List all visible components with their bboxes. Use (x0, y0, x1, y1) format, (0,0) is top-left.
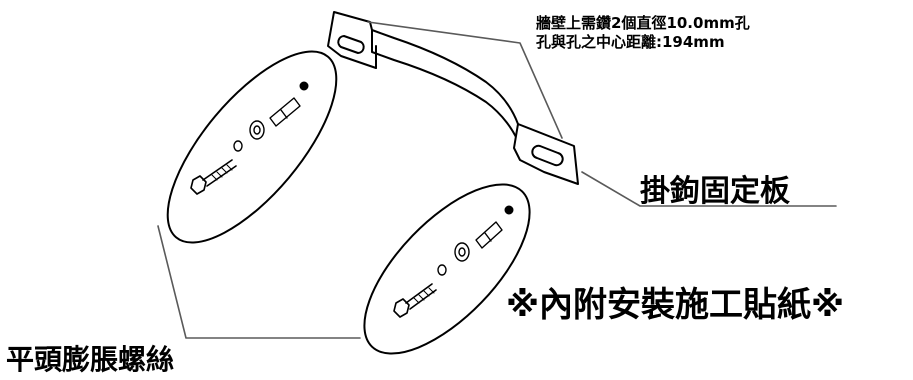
anchor-sleeve-icon (269, 97, 301, 127)
screw-set-upper (166, 50, 338, 244)
washer-large-icon (249, 120, 265, 140)
bracket-label: 掛鉤固定板 (640, 174, 790, 209)
callout-lines (157, 21, 837, 339)
bracket-label-leader (581, 171, 837, 207)
bracket-left-slot (337, 35, 365, 54)
bracket-left-tab (327, 11, 377, 69)
bracket-right-tab (513, 123, 579, 185)
screw-set-lower-outline (363, 183, 531, 355)
screws-label: 平頭膨脹螺絲 (6, 343, 175, 376)
washer-large-icon (454, 242, 470, 262)
hex-bolt-icon (190, 159, 237, 195)
screw-set-upper-outline (166, 50, 338, 244)
washer-small-icon (437, 264, 447, 276)
hanging-bracket (327, 11, 579, 185)
screws-label-leader (157, 225, 361, 339)
anchor-sleeve-icon (475, 221, 503, 249)
bracket-right-slot (531, 144, 564, 167)
anchor-nut-icon (299, 81, 309, 91)
bracket-strap (371, 29, 521, 147)
anchor-nut-icon (504, 205, 514, 215)
drill-note: 牆壁上需鑽2個直徑10.0mm孔 孔與孔之中心距離:194mm (536, 14, 750, 52)
drill-note-line2: 孔與孔之中心距離:194mm (536, 33, 725, 51)
sticker-note: ※內附安裝施工貼紙※ (506, 285, 845, 325)
screw-set-lower (363, 183, 531, 355)
washer-small-icon (233, 140, 243, 152)
drill-note-leader (367, 21, 563, 139)
drill-note-line1: 牆壁上需鑽2個直徑10.0mm孔 (536, 14, 750, 32)
hex-bolt-icon (393, 283, 437, 318)
